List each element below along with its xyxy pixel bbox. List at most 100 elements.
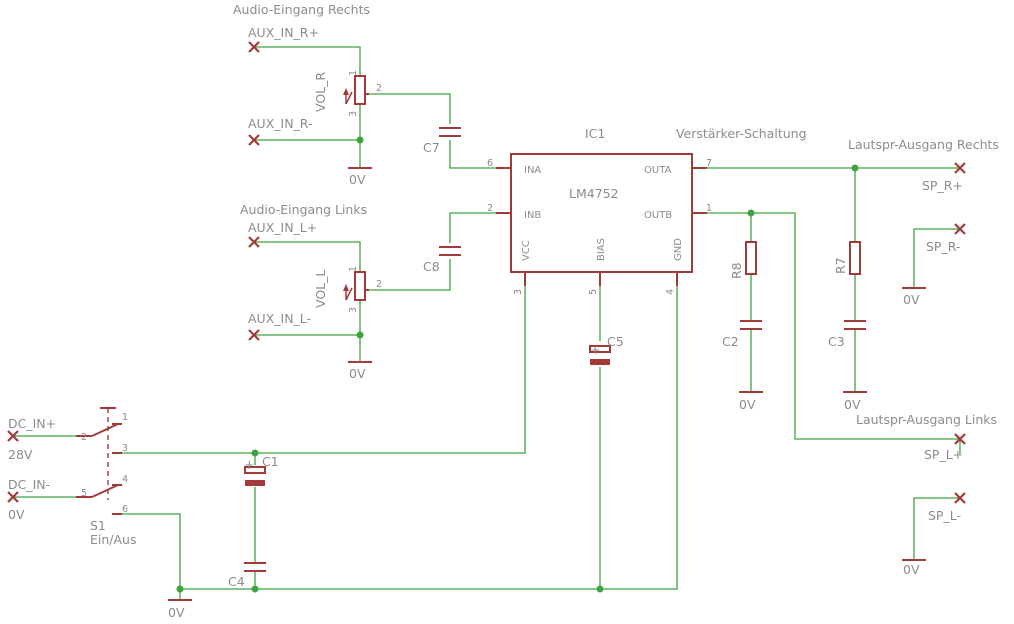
ground-label: 0V [349, 172, 366, 187]
connector-marks [7, 41, 966, 504]
ic-value-label: LM4752 [569, 186, 619, 201]
junctions [176, 136, 859, 593]
resistor-r7[interactable] [849, 241, 861, 275]
title-amp-circuit: Verstärker-Schaltung [676, 126, 807, 141]
switch-pin-4: 4 [122, 474, 128, 485]
label-r8: R8 [729, 262, 744, 279]
pot-r-pin1: 1 [348, 70, 359, 76]
connector-sp-l-plus[interactable] [954, 433, 966, 445]
capacitor-c8[interactable] [439, 246, 461, 256]
capacitor-c2[interactable] [740, 320, 762, 330]
switch-pin-5: 5 [81, 488, 87, 499]
pot-r-pin2: 2 [376, 83, 382, 94]
label-aux-in-l-plus: AUX_IN_L+ [248, 220, 317, 235]
junction-dot [176, 585, 184, 593]
title-speaker-out-left: Lautspr-Ausgang Links [856, 412, 997, 427]
ground-symbols [168, 167, 926, 601]
switch-pin-3: 3 [122, 443, 128, 454]
connector-dc-in-minus[interactable] [7, 491, 19, 503]
ic-pin-number-ina: 6 [487, 158, 493, 169]
pot-vol-r[interactable] [343, 75, 369, 105]
connector-sp-r-minus[interactable] [954, 223, 966, 235]
ground-label: 0V [903, 562, 920, 577]
c5-polarity-plus: + [590, 342, 600, 357]
label-dc-in-plus-voltage: 28V [8, 447, 33, 462]
ic-ref-label: IC1 [585, 126, 605, 141]
ground-label: 0V [349, 366, 366, 381]
connector-dc-in-plus[interactable] [7, 430, 19, 442]
ic-pin-name-outb: OUTB [644, 210, 672, 221]
connector-aux-in-r-minus[interactable] [248, 134, 260, 146]
label-dc-in-minus: DC_IN- [8, 477, 50, 492]
ic-lm4752[interactable] [496, 153, 707, 286]
junction-dot [356, 136, 364, 144]
label-c3: C3 [828, 334, 845, 349]
junction-dot [596, 585, 604, 593]
capacitor-c7[interactable] [439, 127, 461, 137]
label-sp-r-plus: SP_R+ [922, 178, 963, 193]
title-audio-in-right: Audio-Eingang Rechts [233, 2, 370, 17]
connector-aux-in-l-plus[interactable] [248, 236, 260, 248]
label-sp-l-minus: SP_L- [928, 508, 961, 523]
ic-pin-number-bias: 5 [588, 289, 599, 295]
ground-label: 0V [844, 397, 861, 412]
ic-pin-name-bias: BIAS [596, 238, 607, 261]
ic-pin-name-gnd: GND [673, 238, 684, 261]
pot-r-pin3: 3 [348, 111, 359, 117]
label-aux-in-r-plus: AUX_IN_R+ [248, 25, 319, 40]
label-c1: C1 [262, 454, 279, 469]
label-s1: S1 [90, 518, 106, 533]
ground-label: 0V [739, 397, 756, 412]
label-aux-in-r-minus: AUX_IN_R- [248, 116, 313, 131]
ic-pin-number-outb: 1 [706, 203, 712, 214]
connector-sp-r-plus[interactable] [954, 162, 966, 174]
pot-l-pin1: 1 [348, 266, 359, 272]
ic-pin-number-inb: 2 [487, 203, 493, 214]
ic-pin-name-vcc: VCC [521, 240, 532, 261]
capacitor-c4[interactable] [244, 562, 266, 572]
label-vol-r: VOL_R [313, 72, 328, 112]
ic-pin-number-outa: 7 [706, 158, 712, 169]
ground-label: 0V [903, 292, 920, 307]
label-r7: R7 [833, 257, 848, 274]
label-s1-value: Ein/Aus [90, 532, 137, 547]
pot-l-pin3: 3 [348, 307, 359, 313]
pot-l-pin2: 2 [376, 279, 382, 290]
switch-pin-1: 1 [122, 412, 128, 423]
capacitor-c5-electrolytic[interactable] [589, 345, 611, 365]
resistor-r8[interactable] [745, 241, 757, 275]
junction-dot [251, 585, 259, 593]
ground-label: 0V [168, 605, 185, 620]
title-audio-in-left: Audio-Eingang Links [240, 202, 367, 217]
c1-polarity-plus: + [244, 457, 254, 472]
ic-pin-name-ina: INA [524, 165, 541, 176]
label-sp-l-plus: SP_L+ [924, 447, 963, 462]
label-c7: C7 [423, 140, 440, 155]
label-vol-l: VOL_L [313, 270, 328, 308]
label-c5: C5 [607, 334, 624, 349]
label-c8: C8 [423, 259, 440, 274]
switch-s1[interactable] [76, 407, 122, 515]
capacitor-c3[interactable] [844, 320, 866, 330]
wires [12, 46, 961, 600]
label-aux-in-l-minus: AUX_IN_L- [248, 311, 311, 326]
ic-pin-name-inb: INB [524, 210, 541, 221]
junction-dot [747, 209, 755, 217]
junction-dot [356, 331, 364, 339]
pot-vol-l[interactable] [343, 271, 369, 301]
connector-sp-l-minus[interactable] [954, 492, 966, 504]
ic-pin-number-gnd: 4 [665, 289, 676, 295]
title-speaker-out-right: Lautspr-Ausgang Rechts [848, 137, 999, 152]
ic-pin-name-outa: OUTA [644, 165, 672, 176]
ic-pin-number-vcc: 3 [513, 289, 524, 295]
label-sp-r-minus: SP_R- [926, 239, 960, 254]
junction-dot [851, 164, 859, 172]
connector-aux-in-r-plus[interactable] [248, 41, 260, 53]
label-c4: C4 [228, 574, 245, 589]
label-c2: C2 [722, 334, 739, 349]
capacitor-c1-electrolytic[interactable] [244, 466, 266, 486]
junction-dot [251, 449, 259, 457]
connector-aux-in-l-minus[interactable] [248, 329, 260, 341]
switch-pin-2: 2 [81, 432, 87, 443]
